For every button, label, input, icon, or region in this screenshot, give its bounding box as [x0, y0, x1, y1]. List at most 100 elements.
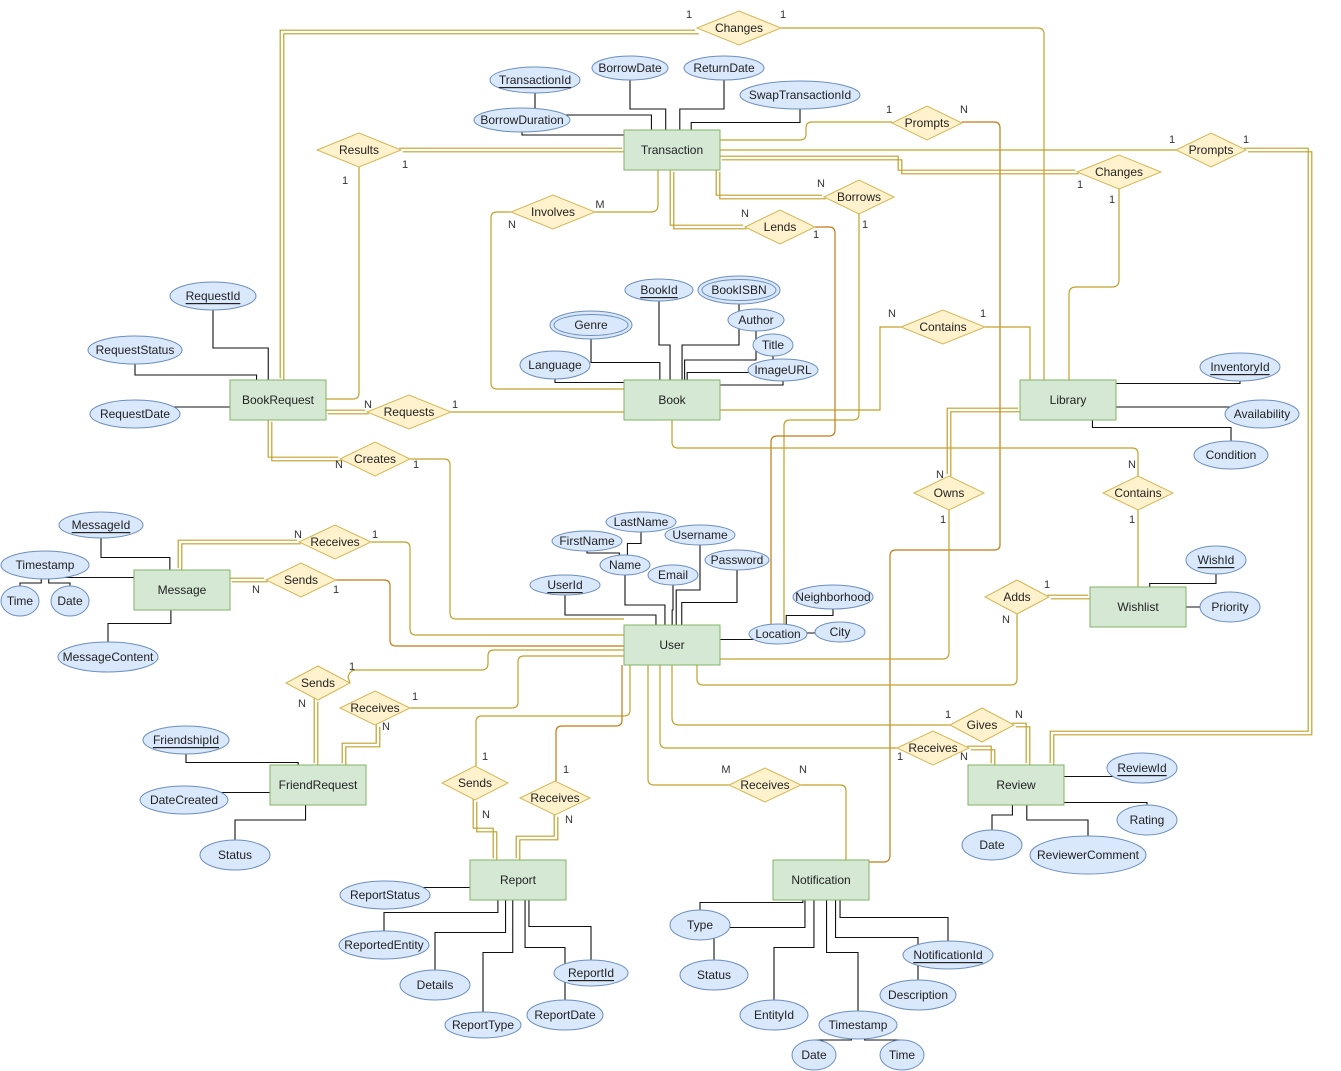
relationship-changes_mid[interactable]: Changes [1075, 154, 1163, 190]
attribute-bookid[interactable]: BookId [624, 278, 694, 302]
attribute-condition[interactable]: Condition [1193, 440, 1269, 470]
attribute-reportid[interactable]: ReportId [553, 959, 629, 987]
attribute-city[interactable]: City [814, 621, 866, 643]
relationship-creates[interactable]: Creates [338, 441, 412, 477]
attribute-genre[interactable]: Genre [549, 310, 633, 340]
attribute-borrowduration[interactable]: BorrowDuration [473, 107, 571, 133]
attribute-requestdate[interactable]: RequestDate [89, 399, 181, 429]
attribute-rating[interactable]: Rating [1116, 804, 1178, 836]
relationship-rv_receives[interactable]: Receives [895, 730, 971, 766]
attribute-neighborhood[interactable]: Neighborhood [792, 584, 874, 610]
attribute-author[interactable]: Author [727, 308, 785, 332]
attribute-password[interactable]: Password [704, 549, 770, 571]
attribute-returndate[interactable]: ReturnDate [683, 55, 765, 81]
attribute-r_date[interactable]: Date [961, 829, 1023, 861]
entity-review[interactable]: Review [967, 764, 1065, 806]
attribute-ellipse [902, 940, 994, 970]
relationship-msg_sends[interactable]: Sends [264, 562, 338, 598]
attribute-msg_timestamp[interactable]: Timestamp [0, 550, 90, 580]
attribute-requestid[interactable]: RequestId [169, 281, 257, 311]
entity-book[interactable]: Book [623, 379, 721, 421]
attribute-language[interactable]: Language [519, 350, 591, 380]
attribute-firstname[interactable]: FirstName [551, 530, 623, 552]
attribute-n_time[interactable]: Time [879, 1039, 925, 1071]
relationship-fr_sends[interactable]: Sends [284, 665, 352, 701]
relationship-connector [970, 749, 996, 767]
attribute-bookisbn[interactable]: BookISBN [697, 275, 781, 305]
relationship-contains_lib[interactable]: Contains [899, 309, 987, 345]
entity-wishlist[interactable]: Wishlist [1089, 586, 1187, 628]
key-attribute-label: UserId [547, 578, 582, 592]
relationship-changes_top[interactable]: Changes [695, 10, 783, 46]
entity-transaction[interactable]: Transaction [623, 129, 721, 171]
attribute-imageurl[interactable]: ImageURL [747, 358, 819, 382]
attribute-name[interactable]: Name [599, 554, 651, 576]
attribute-swaptransactionid[interactable]: SwapTransactionId [739, 80, 861, 110]
attribute-notificationid[interactable]: NotificationId [902, 940, 994, 970]
attribute-inventoryid[interactable]: InventoryId [1199, 352, 1281, 382]
relationship-rp_receives[interactable]: Receives [518, 780, 592, 816]
entity-user[interactable]: User [623, 624, 721, 666]
attribute-email[interactable]: Email [647, 564, 699, 586]
relationship-results[interactable]: Results [315, 132, 403, 168]
attribute-borrowdate[interactable]: BorrowDate [591, 55, 669, 81]
relationship-requests[interactable]: Requests [365, 394, 453, 430]
attribute-details[interactable]: Details [399, 969, 471, 1001]
attribute-messagecontent[interactable]: MessageContent [57, 641, 159, 673]
entity-message[interactable]: Message [133, 569, 231, 611]
attribute-fr_status[interactable]: Status [199, 839, 271, 871]
entity-box [967, 764, 1065, 806]
relationship-borrows[interactable]: Borrows [822, 179, 896, 215]
cardinality-label: N [335, 459, 343, 471]
relationship-connector [410, 458, 624, 620]
relationship-prompts_2[interactable]: Prompts [1174, 132, 1248, 168]
relationship-involves[interactable]: Involves [509, 194, 597, 230]
attribute-connector [482, 880, 514, 1025]
relationship-owns[interactable]: Owns [912, 475, 986, 511]
relationship-gives[interactable]: Gives [948, 707, 1016, 743]
attribute-wishid[interactable]: WishId [1185, 545, 1247, 575]
attribute-description[interactable]: Description [879, 979, 957, 1011]
attribute-type[interactable]: Type [669, 909, 731, 941]
attribute-entityid[interactable]: EntityId [739, 999, 809, 1031]
relationship-fr_receives[interactable]: Receives [338, 690, 412, 726]
attribute-priority[interactable]: Priority [1199, 591, 1261, 623]
attribute-reportstatus[interactable]: ReportStatus [339, 880, 431, 910]
attribute-reviewid[interactable]: ReviewId [1106, 752, 1178, 784]
attribute-location[interactable]: Location [748, 623, 808, 645]
relationship-adds[interactable]: Adds [983, 579, 1051, 615]
entity-report[interactable]: Report [469, 859, 567, 901]
attribute-username[interactable]: Username [664, 524, 736, 546]
attribute-msg_date[interactable]: Date [50, 585, 90, 617]
relationship-msg_receives[interactable]: Receives [297, 524, 373, 560]
attribute-reportedentity[interactable]: ReportedEntity [338, 930, 430, 960]
attribute-availability[interactable]: Availability [1224, 399, 1300, 429]
attribute-lastname[interactable]: LastName [605, 511, 677, 533]
entity-notification[interactable]: Notification [772, 859, 870, 901]
entity-bookrequest[interactable]: BookRequest [229, 379, 327, 421]
relationship-contains_wish[interactable]: Contains [1101, 475, 1175, 511]
attribute-title[interactable]: Title [752, 333, 794, 357]
attribute-datecreated[interactable]: DateCreated [139, 785, 229, 815]
attribute-reportdate[interactable]: ReportDate [526, 999, 604, 1031]
entity-library[interactable]: Library [1019, 379, 1117, 421]
cardinality-label: N [565, 814, 573, 826]
attribute-friendshipid[interactable]: FriendshipId [142, 725, 230, 755]
attribute-n_date[interactable]: Date [791, 1039, 837, 1071]
attribute-msg_time[interactable]: Time [0, 585, 40, 617]
relationship-connector [371, 541, 624, 636]
attribute-reporttype[interactable]: ReportType [444, 1011, 522, 1039]
attribute-messageid[interactable]: MessageId [58, 511, 144, 539]
attribute-reviewercomment[interactable]: ReviewerComment [1029, 835, 1147, 875]
relationship-rp_sends[interactable]: Sends [440, 765, 510, 801]
attribute-userid[interactable]: UserId [529, 574, 601, 596]
attribute-requeststatus[interactable]: RequestStatus [87, 335, 183, 365]
relationship-prompts_1[interactable]: Prompts [890, 105, 964, 141]
relationship-nt_receives[interactable]: Receives [727, 767, 803, 803]
attribute-n_timestamp[interactable]: Timestamp [818, 1010, 898, 1040]
relationship-lends[interactable]: Lends [743, 209, 817, 245]
attribute-transactionid[interactable]: TransactionId [489, 66, 581, 94]
attribute-n_status[interactable]: Status [679, 959, 749, 991]
cardinality-label: 1 [452, 399, 458, 411]
entity-friendrequest[interactable]: FriendRequest [269, 764, 367, 806]
